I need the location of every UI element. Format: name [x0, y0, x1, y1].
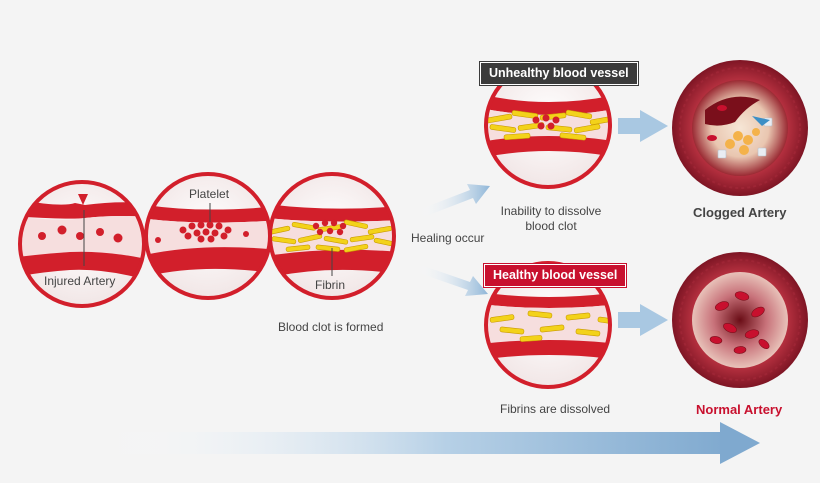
platelet-label: Platelet	[189, 187, 230, 201]
healthy-vessel-circle	[484, 261, 612, 389]
fibrin-circle	[268, 172, 396, 300]
inability-line-1: Inability to dissolve	[500, 204, 602, 218]
inability-line-2: blood clot	[525, 219, 577, 233]
arrow-to-clogged	[618, 110, 668, 142]
platelet-circle	[144, 172, 272, 300]
unhealthy-vessel-circle	[484, 61, 612, 189]
timeline-arrow	[100, 422, 760, 464]
injured-artery-circle	[18, 180, 146, 308]
clogged-artery-label: Clogged Artery	[693, 205, 787, 220]
normal-artery-cross-section	[672, 252, 808, 388]
arrow-to-normal	[618, 304, 668, 336]
arrow-to-unhealthy	[418, 184, 490, 218]
healthy-vessel-tag: Healthy blood vessel	[484, 264, 627, 287]
injured-artery-label: Injured Artery	[44, 274, 116, 288]
fibrins-dissolved-label: Fibrins are dissolved	[500, 402, 611, 416]
blood-clot-formed-label: Blood clot is formed	[278, 320, 384, 334]
inability-label: Inability to dissolve blood clot	[496, 204, 606, 234]
arrow-to-healthy	[416, 264, 488, 296]
platelet-cluster	[155, 221, 249, 243]
clogged-artery-cross-section	[672, 60, 808, 196]
fibrin-label: Fibrin	[315, 278, 346, 292]
healing-occur-label: Healing occur	[411, 231, 485, 245]
unhealthy-vessel-tag: Unhealthy blood vessel	[480, 62, 638, 85]
normal-artery-label: Normal Artery	[696, 402, 783, 417]
